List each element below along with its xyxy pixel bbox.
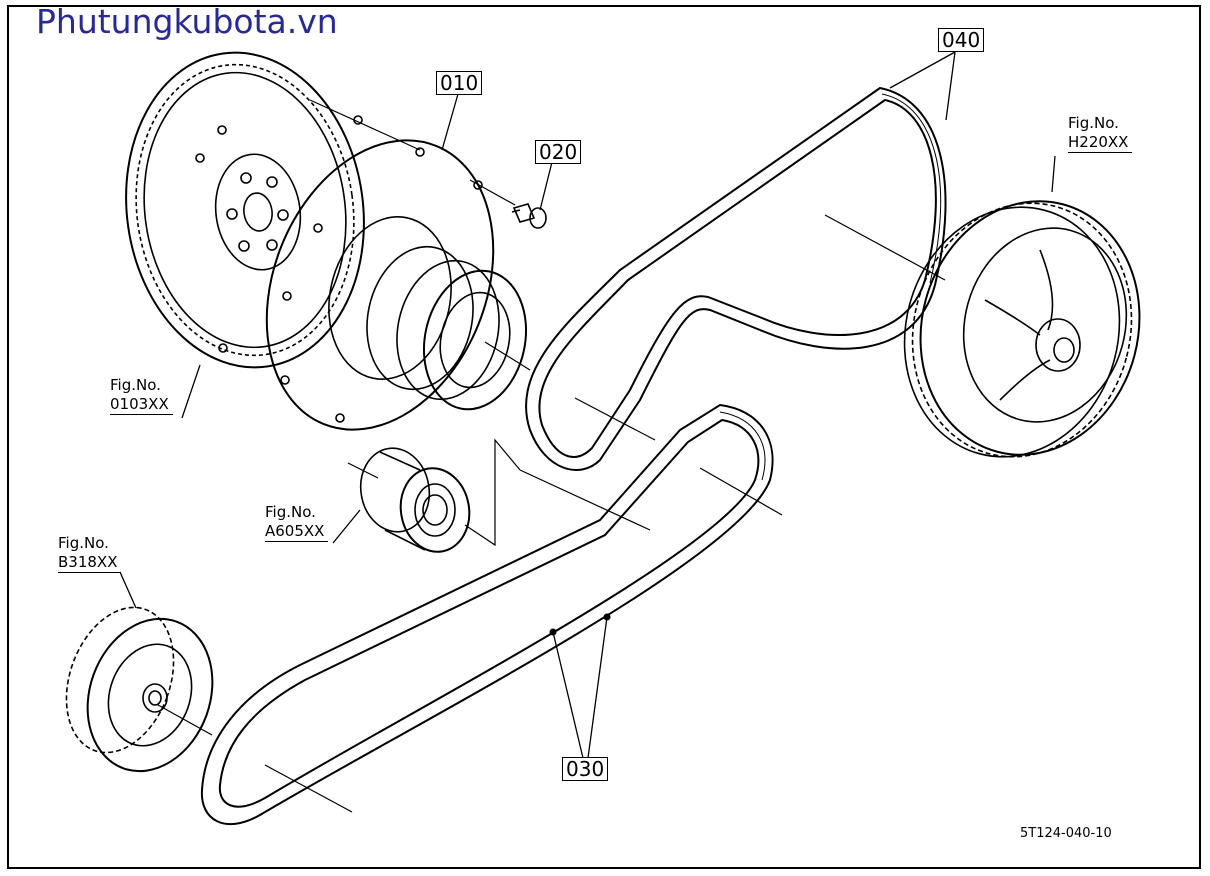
- callout-020[interactable]: 020: [535, 140, 582, 164]
- ref-pulley-left-code: B318XX: [58, 553, 122, 573]
- ref-idler-code: A605XX: [265, 522, 329, 542]
- drawing-code: 5T124-040-10: [1020, 826, 1112, 841]
- bolt-020-illustration: [511, 203, 547, 229]
- belt-040-illustration: [525, 86, 947, 471]
- drawing-border: [7, 5, 1201, 869]
- ref-pulley-right-label: Fig.No.: [1068, 114, 1119, 132]
- callout-040[interactable]: 040: [938, 28, 985, 52]
- ref-flywheel-label: Fig.No.: [110, 376, 161, 394]
- ref-pulley-right[interactable]: Fig.No. H220XX: [1068, 114, 1133, 153]
- flywheel-illustration: [125, 51, 365, 369]
- ref-pulley-left[interactable]: Fig.No. B318XX: [58, 534, 122, 573]
- ref-flywheel[interactable]: Fig.No. 0103XX: [110, 376, 173, 415]
- ref-pulley-right-code: H220XX: [1068, 133, 1133, 153]
- ref-idler[interactable]: Fig.No. A605XX: [265, 503, 329, 542]
- belt-030-illustration: [200, 403, 774, 826]
- pulley-left-illustration: [65, 606, 214, 773]
- leader-lines: [119, 51, 1056, 759]
- callout-030[interactable]: 030: [562, 757, 609, 781]
- ref-flywheel-code: 0103XX: [110, 395, 173, 415]
- idler-illustration: [359, 447, 471, 553]
- ref-pulley-left-label: Fig.No.: [58, 534, 109, 552]
- pulley-right-illustration: [903, 200, 1141, 458]
- center-lines: [157, 99, 946, 813]
- watermark-text: Phutungkubota.vn: [36, 2, 338, 41]
- ref-idler-label: Fig.No.: [265, 503, 316, 521]
- pulley-010-illustration: [265, 139, 528, 431]
- callout-010[interactable]: 010: [436, 71, 483, 95]
